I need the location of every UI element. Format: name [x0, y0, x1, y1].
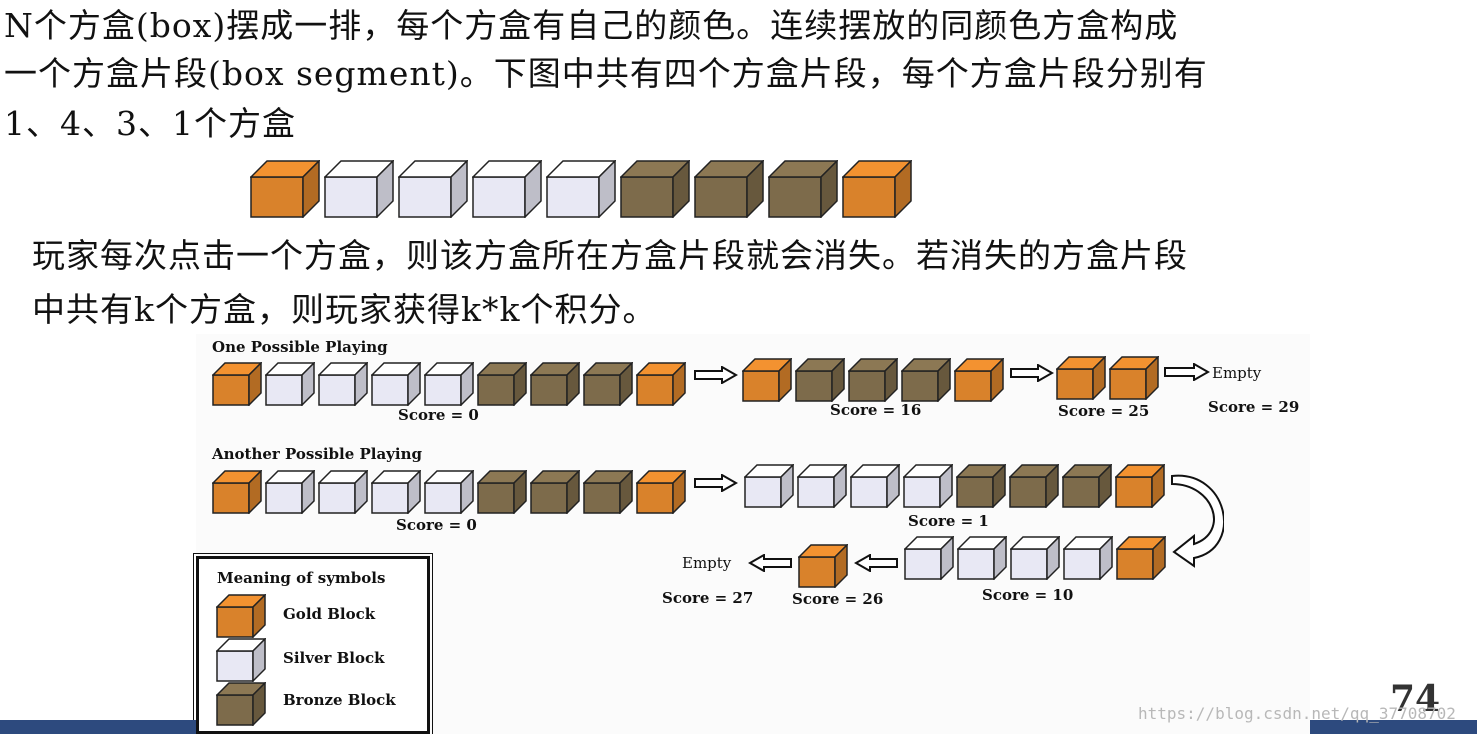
silver-block [371, 362, 421, 406]
bronze-block [583, 362, 633, 406]
silver-block [371, 470, 421, 514]
gold-block [1115, 464, 1165, 508]
gold-block [1109, 356, 1159, 400]
silver-block [850, 464, 900, 508]
silver-block [903, 464, 953, 508]
gold-block [636, 470, 686, 514]
one-score-25: Score = 25 [1058, 402, 1150, 420]
bronze-block [477, 362, 527, 406]
bronze-block [768, 160, 838, 218]
gold-block [212, 362, 262, 406]
another-score-0: Score = 0 [396, 516, 477, 534]
arrow-right-icon [1010, 364, 1054, 382]
another-score-10: Score = 10 [982, 586, 1074, 604]
one-empty: Empty [1212, 364, 1262, 382]
bronze-block [956, 464, 1006, 508]
legend-silver-label: Silver Block [283, 649, 385, 667]
silver-block [265, 470, 315, 514]
arrow-right-icon [694, 366, 738, 384]
gold-block [1116, 536, 1166, 580]
curved-arrow-icon [1171, 474, 1224, 568]
gold-block [212, 470, 262, 514]
legend-silver-block [216, 638, 266, 682]
gold-block [842, 160, 912, 218]
gold-block [954, 358, 1004, 402]
silver-block [797, 464, 847, 508]
page-number: 74 [1390, 678, 1441, 720]
legend-gold-block [216, 594, 266, 638]
silver-block [472, 160, 542, 218]
silver-block [424, 362, 474, 406]
gold-block [636, 362, 686, 406]
silver-block [398, 160, 468, 218]
bronze-block [694, 160, 764, 218]
silver-block [904, 536, 954, 580]
silver-block [957, 536, 1007, 580]
paragraph-line-3: 1、4、3、1个方盒 [4, 104, 296, 143]
silver-block [318, 362, 368, 406]
gold-block [798, 544, 848, 588]
arrow-left-icon [748, 554, 792, 572]
title-one-possible: One Possible Playing [212, 338, 388, 356]
gold-block [1056, 356, 1106, 400]
gold-block [250, 160, 320, 218]
legend-title: Meaning of symbols [217, 569, 386, 587]
footer-bar-right [1310, 720, 1477, 734]
paragraph-line-4: 玩家每次点击一个方盒，则该方盒所在方盒片段就会消失。若消失的方盒片段 [32, 236, 1188, 275]
bronze-block [583, 470, 633, 514]
gold-block [742, 358, 792, 402]
silver-block [744, 464, 794, 508]
silver-block [1063, 536, 1113, 580]
another-score-1: Score = 1 [908, 512, 989, 530]
bronze-block [1062, 464, 1112, 508]
paragraph-line-5: 中共有k个方盒，则玩家获得k*k个积分。 [32, 290, 657, 329]
another-empty: Empty [682, 554, 732, 572]
one-score-0: Score = 0 [398, 406, 479, 424]
paragraph-line-1: N个方盒(box)摆成一排，每个方盒有自己的颜色。连续摆放的同颜色方盒构成 [4, 6, 1179, 45]
bronze-block [620, 160, 690, 218]
bronze-block [848, 358, 898, 402]
silver-block [546, 160, 616, 218]
legend-bronze-block [216, 682, 266, 726]
another-score-26: Score = 26 [792, 590, 884, 608]
silver-block [324, 160, 394, 218]
one-score-29: Score = 29 [1208, 398, 1300, 416]
silver-block [424, 470, 474, 514]
silver-block [1010, 536, 1060, 580]
bronze-block [477, 470, 527, 514]
bronze-block [1009, 464, 1059, 508]
arrow-right-icon [1164, 363, 1210, 381]
arrow-right-icon [694, 474, 738, 492]
silver-block [265, 362, 315, 406]
arrow-left-icon [854, 554, 898, 572]
paragraph-line-2: 一个方盒片段(box segment)。下图中共有四个方盒片段，每个方盒片段分别… [4, 54, 1208, 93]
one-score-16: Score = 16 [830, 401, 922, 419]
legend-bronze-label: Bronze Block [283, 691, 396, 709]
title-another-possible: Another Possible Playing [212, 445, 422, 463]
watermark: https://blog.csdn.net/qq_37708702 [1138, 704, 1456, 723]
bronze-block [795, 358, 845, 402]
footer-bar-left [0, 720, 196, 734]
bronze-block [530, 362, 580, 406]
legend-gold-label: Gold Block [283, 605, 376, 623]
another-score-27: Score = 27 [662, 589, 754, 607]
bronze-block [901, 358, 951, 402]
silver-block [318, 470, 368, 514]
bronze-block [530, 470, 580, 514]
